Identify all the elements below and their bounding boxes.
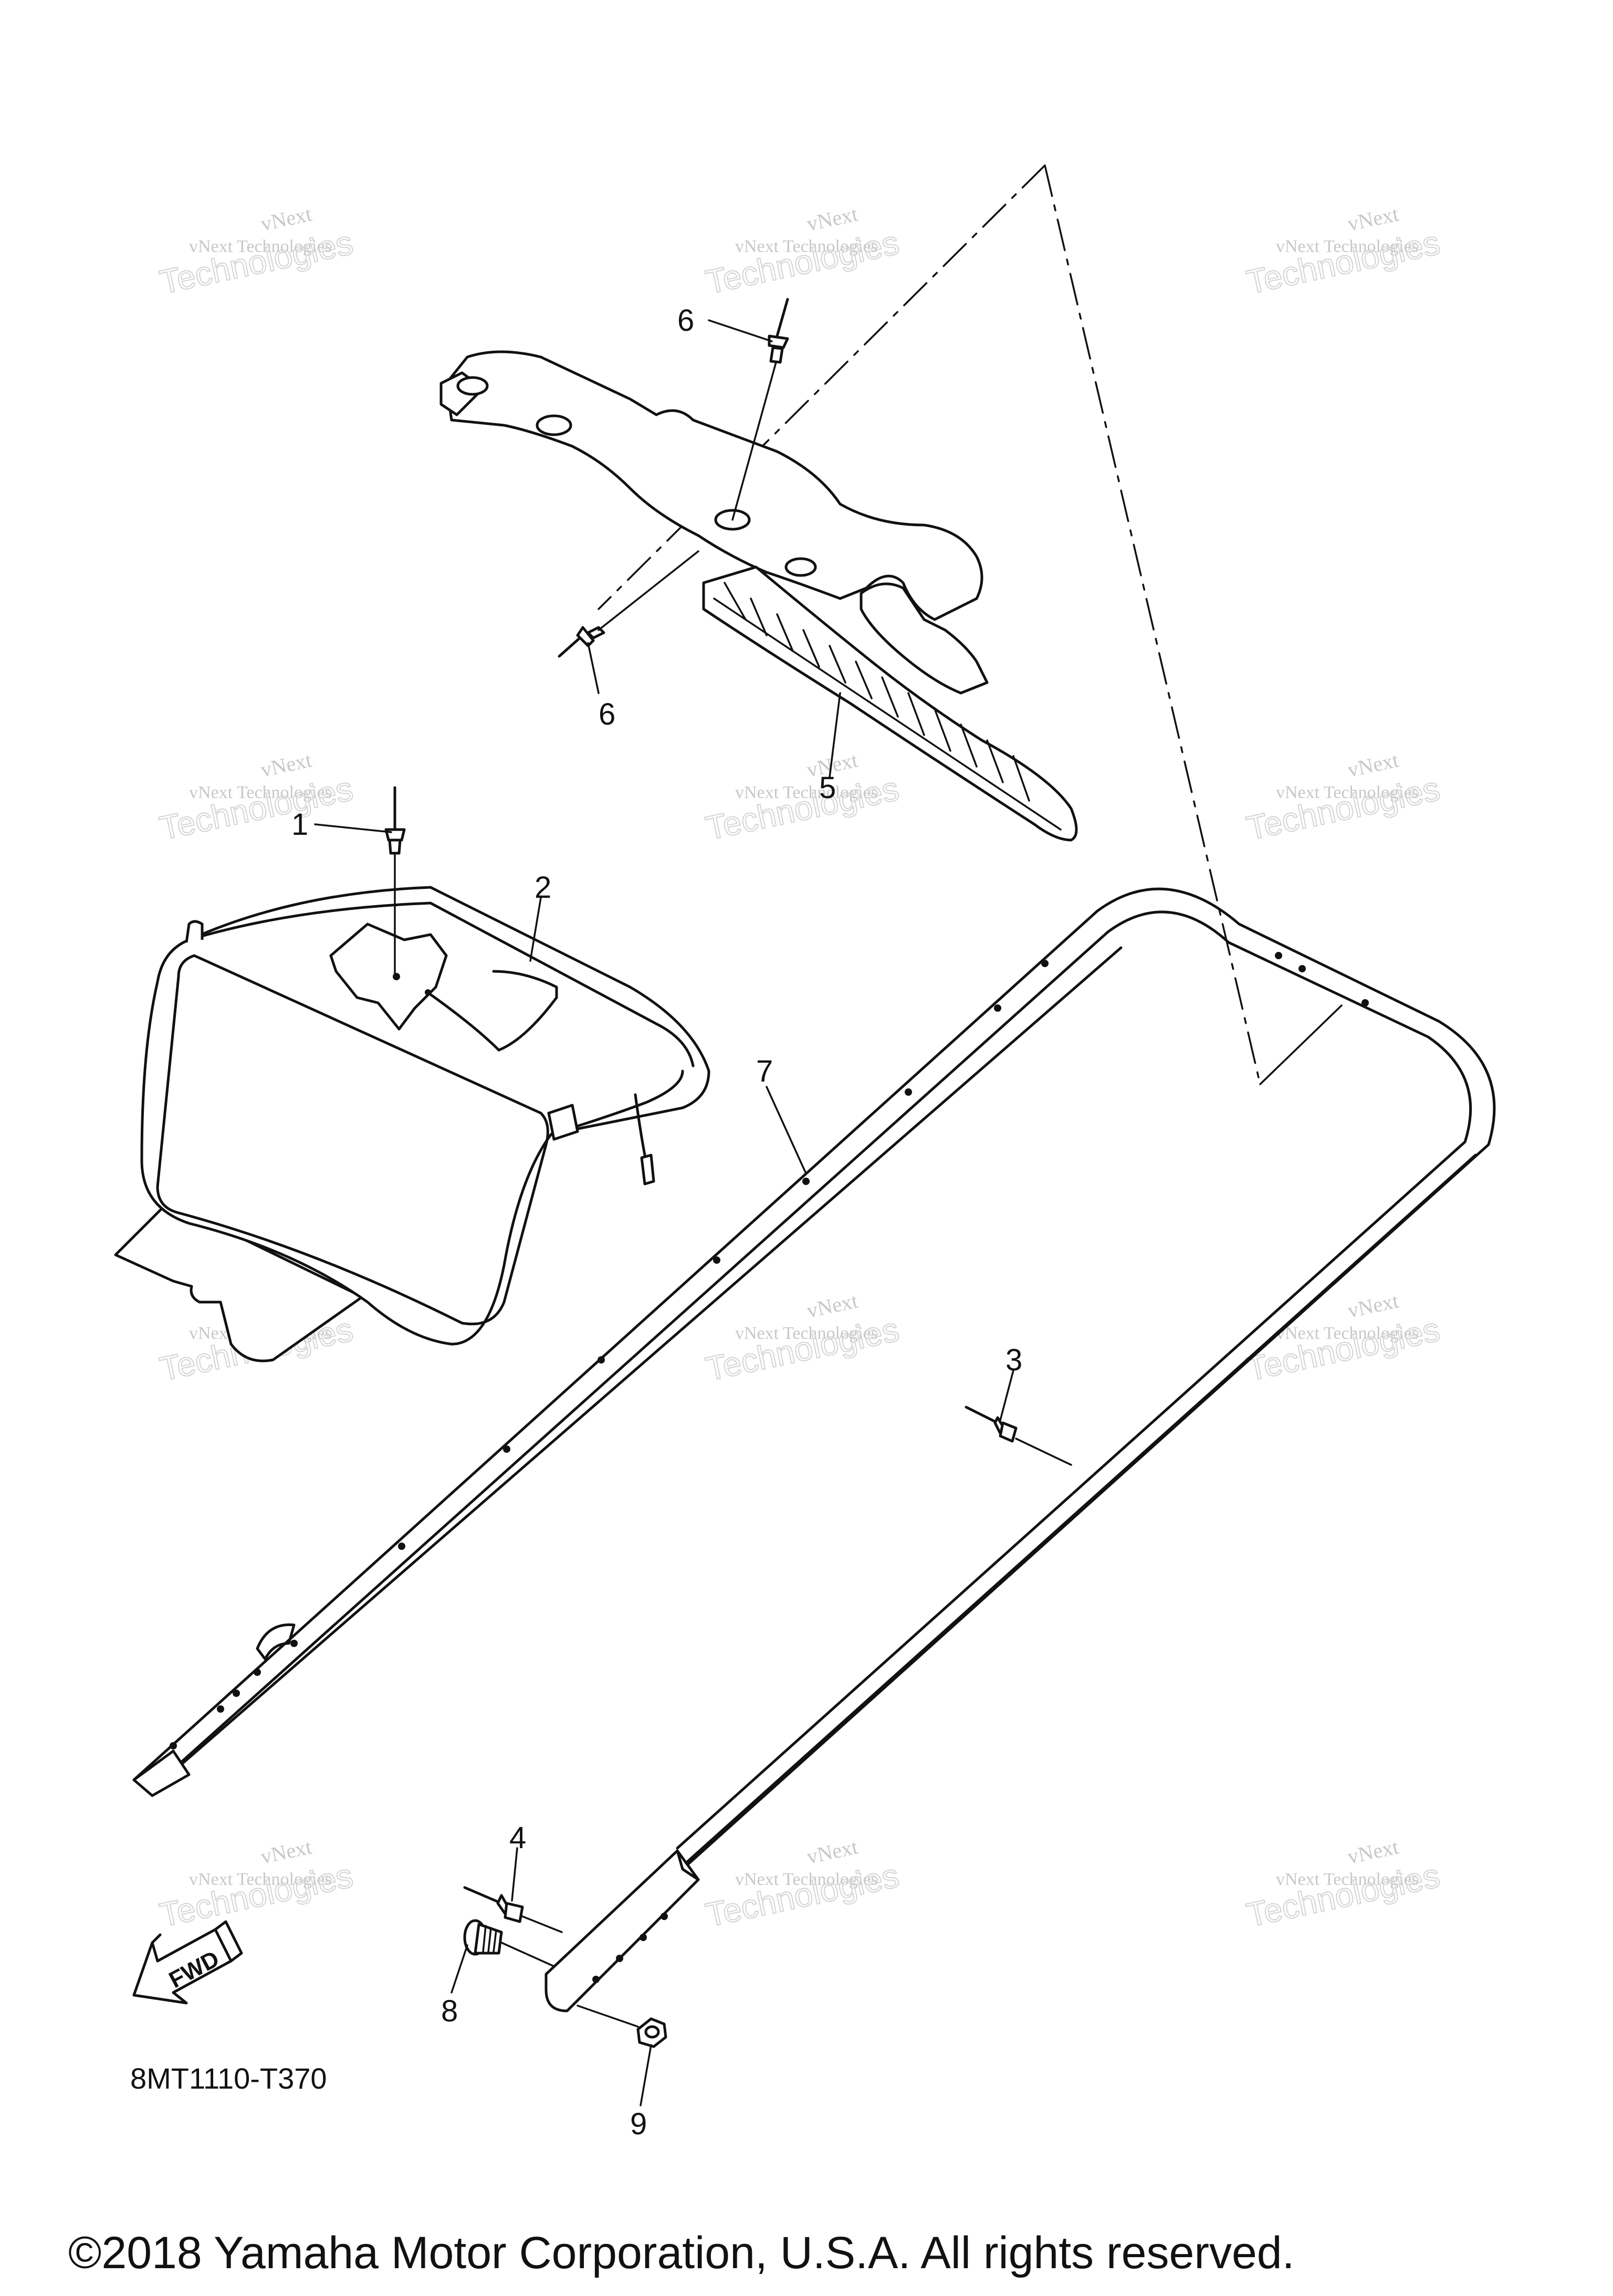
rivet-part-6-top	[731, 298, 789, 521]
watermark: vNext vNext Technologies Technologies	[1243, 1834, 1443, 1934]
svg-text:vNext: vNext	[1346, 748, 1401, 781]
watermark: vNext vNext Technologies Technologies	[156, 202, 357, 301]
svg-text:vNext: vNext	[1346, 202, 1401, 235]
callout-5: 5	[819, 771, 836, 805]
watermark: vNext vNext Technologies Technologies	[702, 1288, 903, 1388]
svg-text:vNext Technologies: vNext Technologies	[1276, 1870, 1419, 1889]
bolt-part-8	[463, 1919, 555, 1967]
svg-text:vNext Technologies: vNext Technologies	[1276, 237, 1419, 256]
callout-4: 4	[509, 1821, 526, 1855]
watermark: vNext vNext Technologies Technologies	[1243, 748, 1443, 847]
rivet-part-4	[463, 1886, 563, 1933]
nut-part-9	[577, 2005, 667, 2048]
callout-9: 9	[630, 2107, 647, 2141]
svg-text:Technologies: Technologies	[703, 224, 902, 301]
watermark: vNext vNext Technologies Technologies	[702, 202, 903, 301]
grab-tray	[439, 350, 1078, 842]
callout-1: 1	[291, 808, 308, 842]
callout-3: 3	[1005, 1343, 1022, 1377]
svg-text:vNext: vNext	[259, 1834, 314, 1868]
svg-text:vNext: vNext	[805, 1834, 860, 1868]
watermark: vNext vNext Technologies Technologies	[702, 748, 903, 847]
svg-text:vNext Technologies: vNext Technologies	[1276, 1324, 1419, 1343]
svg-text:Technologies: Technologies	[1243, 1857, 1443, 1934]
svg-text:vNext Technologies: vNext Technologies	[735, 1870, 878, 1889]
fwd-arrow-icon: FWD	[132, 1920, 243, 2005]
svg-text:vNext Technologies: vNext Technologies	[735, 237, 878, 256]
svg-text:Technologies: Technologies	[703, 770, 902, 847]
svg-text:vNext Technologies: vNext Technologies	[189, 237, 332, 256]
rivet-part-3	[965, 1406, 1072, 1466]
callout-leaders	[314, 319, 1014, 2106]
callout-6-top: 6	[677, 303, 694, 338]
copyright-notice: ©2018 Yamaha Motor Corporation, U.S.A. A…	[68, 2228, 1295, 2278]
rail-holes	[170, 952, 1369, 1983]
svg-text:Technologies: Technologies	[703, 1857, 902, 1934]
watermark: vNext vNext Technologies Technologies	[1243, 202, 1443, 301]
svg-text:vNext Technologies: vNext Technologies	[735, 1324, 878, 1343]
svg-text:vNext Technologies: vNext Technologies	[189, 783, 332, 802]
rail-frame	[132, 887, 1496, 2012]
svg-text:Technologies: Technologies	[1243, 1310, 1443, 1388]
callout-6-bottom: 6	[599, 697, 615, 731]
svg-text:vNext: vNext	[259, 202, 314, 235]
svg-text:vNext: vNext	[259, 748, 314, 781]
watermark: vNext vNext Technologies Technologies	[156, 1834, 357, 1934]
group-bracket	[598, 164, 1343, 1085]
rivet-part-6-bottom	[558, 550, 699, 658]
svg-text:Technologies: Technologies	[156, 1857, 356, 1934]
svg-text:Technologies: Technologies	[703, 1310, 902, 1388]
svg-text:vNext Technologies: vNext Technologies	[189, 1870, 332, 1889]
diagram-code: 8MT1110-T370	[130, 2062, 327, 2095]
svg-text:vNext: vNext	[1346, 1288, 1401, 1322]
svg-text:vNext: vNext	[805, 202, 860, 235]
watermark: vNext vNext Technologies Technologies	[156, 748, 357, 847]
svg-text:vNext: vNext	[805, 1288, 860, 1322]
watermark: vNext vNext Technologies Technologies	[702, 1834, 903, 1934]
svg-text:Technologies: Technologies	[156, 770, 356, 847]
svg-text:vNext: vNext	[1346, 1834, 1401, 1868]
callout-2: 2	[535, 871, 551, 905]
callout-8: 8	[441, 1994, 458, 2028]
callout-7: 7	[756, 1054, 773, 1088]
svg-text:vNext Technologies: vNext Technologies	[735, 783, 878, 802]
svg-text:Technologies: Technologies	[156, 224, 356, 301]
svg-text:vNext Technologies: vNext Technologies	[1276, 783, 1419, 802]
svg-text:Technologies: Technologies	[1243, 224, 1443, 301]
storage-bag	[114, 886, 710, 1362]
svg-text:Technologies: Technologies	[1243, 770, 1443, 847]
